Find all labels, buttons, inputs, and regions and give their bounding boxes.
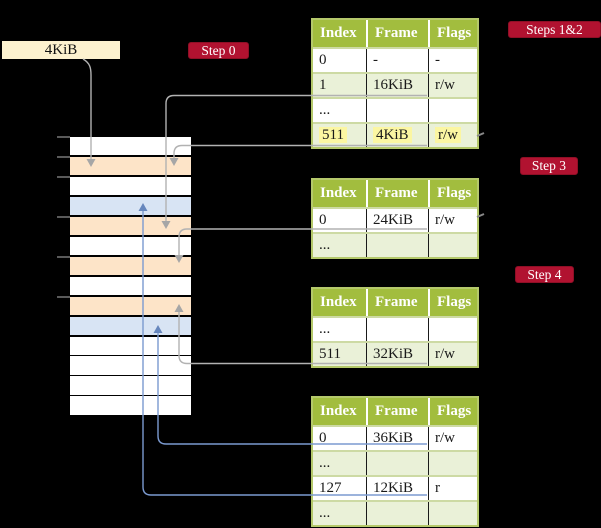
- table-cell: -: [366, 49, 428, 72]
- table-cell: ...: [319, 102, 331, 118]
- table-header-cell: Flags: [428, 398, 477, 425]
- table-cell: r/w: [428, 74, 477, 97]
- table-row: 0 --: [313, 47, 477, 72]
- page-size-label: 4KiB: [2, 41, 120, 59]
- table-row: ...: [313, 97, 477, 122]
- step-0-badge: Step 0: [188, 42, 249, 59]
- table-cell: [366, 99, 428, 122]
- table-cell: r/w: [428, 124, 477, 147]
- memory-frame-row-orange: [70, 156, 191, 176]
- table-header-cell: Flags: [428, 20, 477, 47]
- physical-memory-column: [70, 137, 191, 415]
- memory-tick-marks: [57, 136, 70, 298]
- memory-frame-row-white: [70, 176, 191, 196]
- table-cell: 24KiB: [366, 209, 428, 232]
- table-header-cell: Frame: [366, 180, 428, 207]
- step-3-badge: Step 3: [520, 157, 578, 175]
- table-cell: 4KiB: [366, 124, 428, 147]
- memory-frame-row-orange: [70, 296, 191, 316]
- table-cell: [366, 318, 428, 341]
- table-cell: 0: [319, 430, 327, 446]
- table-cell: [428, 452, 477, 475]
- table-cell: [366, 502, 428, 525]
- highlighted-value: 4KiB: [373, 127, 412, 143]
- table-header-cell: Flags: [428, 289, 477, 316]
- table-cell: [428, 318, 477, 341]
- highlighted-value: r/w: [435, 127, 461, 143]
- table-header-cell: Frame: [366, 20, 428, 47]
- table-header-cell: Index: [320, 294, 357, 310]
- table-cell: ...: [319, 321, 331, 337]
- memory-frame-row-white: [70, 376, 191, 395]
- memory-frame-row-white: [70, 276, 191, 296]
- memory-frame-row-blue: [70, 196, 191, 216]
- table-cell: 511: [319, 346, 341, 362]
- memory-frame-row-white: [70, 396, 191, 415]
- table-row: ...: [313, 232, 477, 257]
- table-header-cell: Frame: [366, 398, 428, 425]
- memory-frame-row-blue: [70, 316, 191, 336]
- table-cell: r/w: [428, 209, 477, 232]
- table-cell: [366, 452, 428, 475]
- table-cell: 16KiB: [366, 74, 428, 97]
- memory-frame-row-orange: [70, 256, 191, 276]
- steps-1-2-badge: Steps 1&2: [508, 21, 601, 38]
- memory-frame-row-white: [70, 336, 191, 355]
- table-cell: 511: [313, 124, 366, 147]
- table-cell: r/w: [428, 427, 477, 450]
- table-cell: ...: [319, 237, 331, 253]
- table-cell: r: [428, 477, 477, 500]
- table-cell: ...: [319, 455, 331, 471]
- table-cell: [428, 502, 477, 525]
- table-cell: [366, 234, 428, 257]
- table-row: ...: [313, 316, 477, 341]
- table-cell: 0: [319, 52, 327, 68]
- table-cell: 12KiB: [366, 477, 428, 500]
- memory-frame-row-orange: [70, 216, 191, 236]
- table-cell: ...: [319, 505, 331, 521]
- table-cell: r/w: [428, 343, 477, 366]
- table-row: 511 4KiB r/w: [313, 122, 477, 147]
- memory-frame-row-white: [70, 236, 191, 256]
- table-row: ...: [313, 450, 477, 475]
- table-cell: 0: [319, 212, 327, 228]
- table-cell: 36KiB: [366, 427, 428, 450]
- table-cell: [428, 234, 477, 257]
- table-cell: 1: [319, 77, 327, 93]
- table-header-cell: Index: [320, 25, 357, 41]
- table-cell: 127: [319, 480, 342, 496]
- table-header-cell: Flags: [428, 180, 477, 207]
- memory-frame-row-white: [70, 137, 191, 156]
- table-header-cell: Index: [320, 403, 357, 419]
- table-cell: 32KiB: [366, 343, 428, 366]
- table-header-cell: Index: [320, 185, 357, 201]
- step-4-badge: Step 4: [515, 266, 574, 283]
- highlighted-value: 511: [319, 127, 347, 143]
- memory-frame-row-white: [70, 356, 191, 375]
- table-cell: -: [428, 49, 477, 72]
- table-cell: [428, 99, 477, 122]
- table-header-cell: Frame: [366, 289, 428, 316]
- table-row: ...: [313, 500, 477, 525]
